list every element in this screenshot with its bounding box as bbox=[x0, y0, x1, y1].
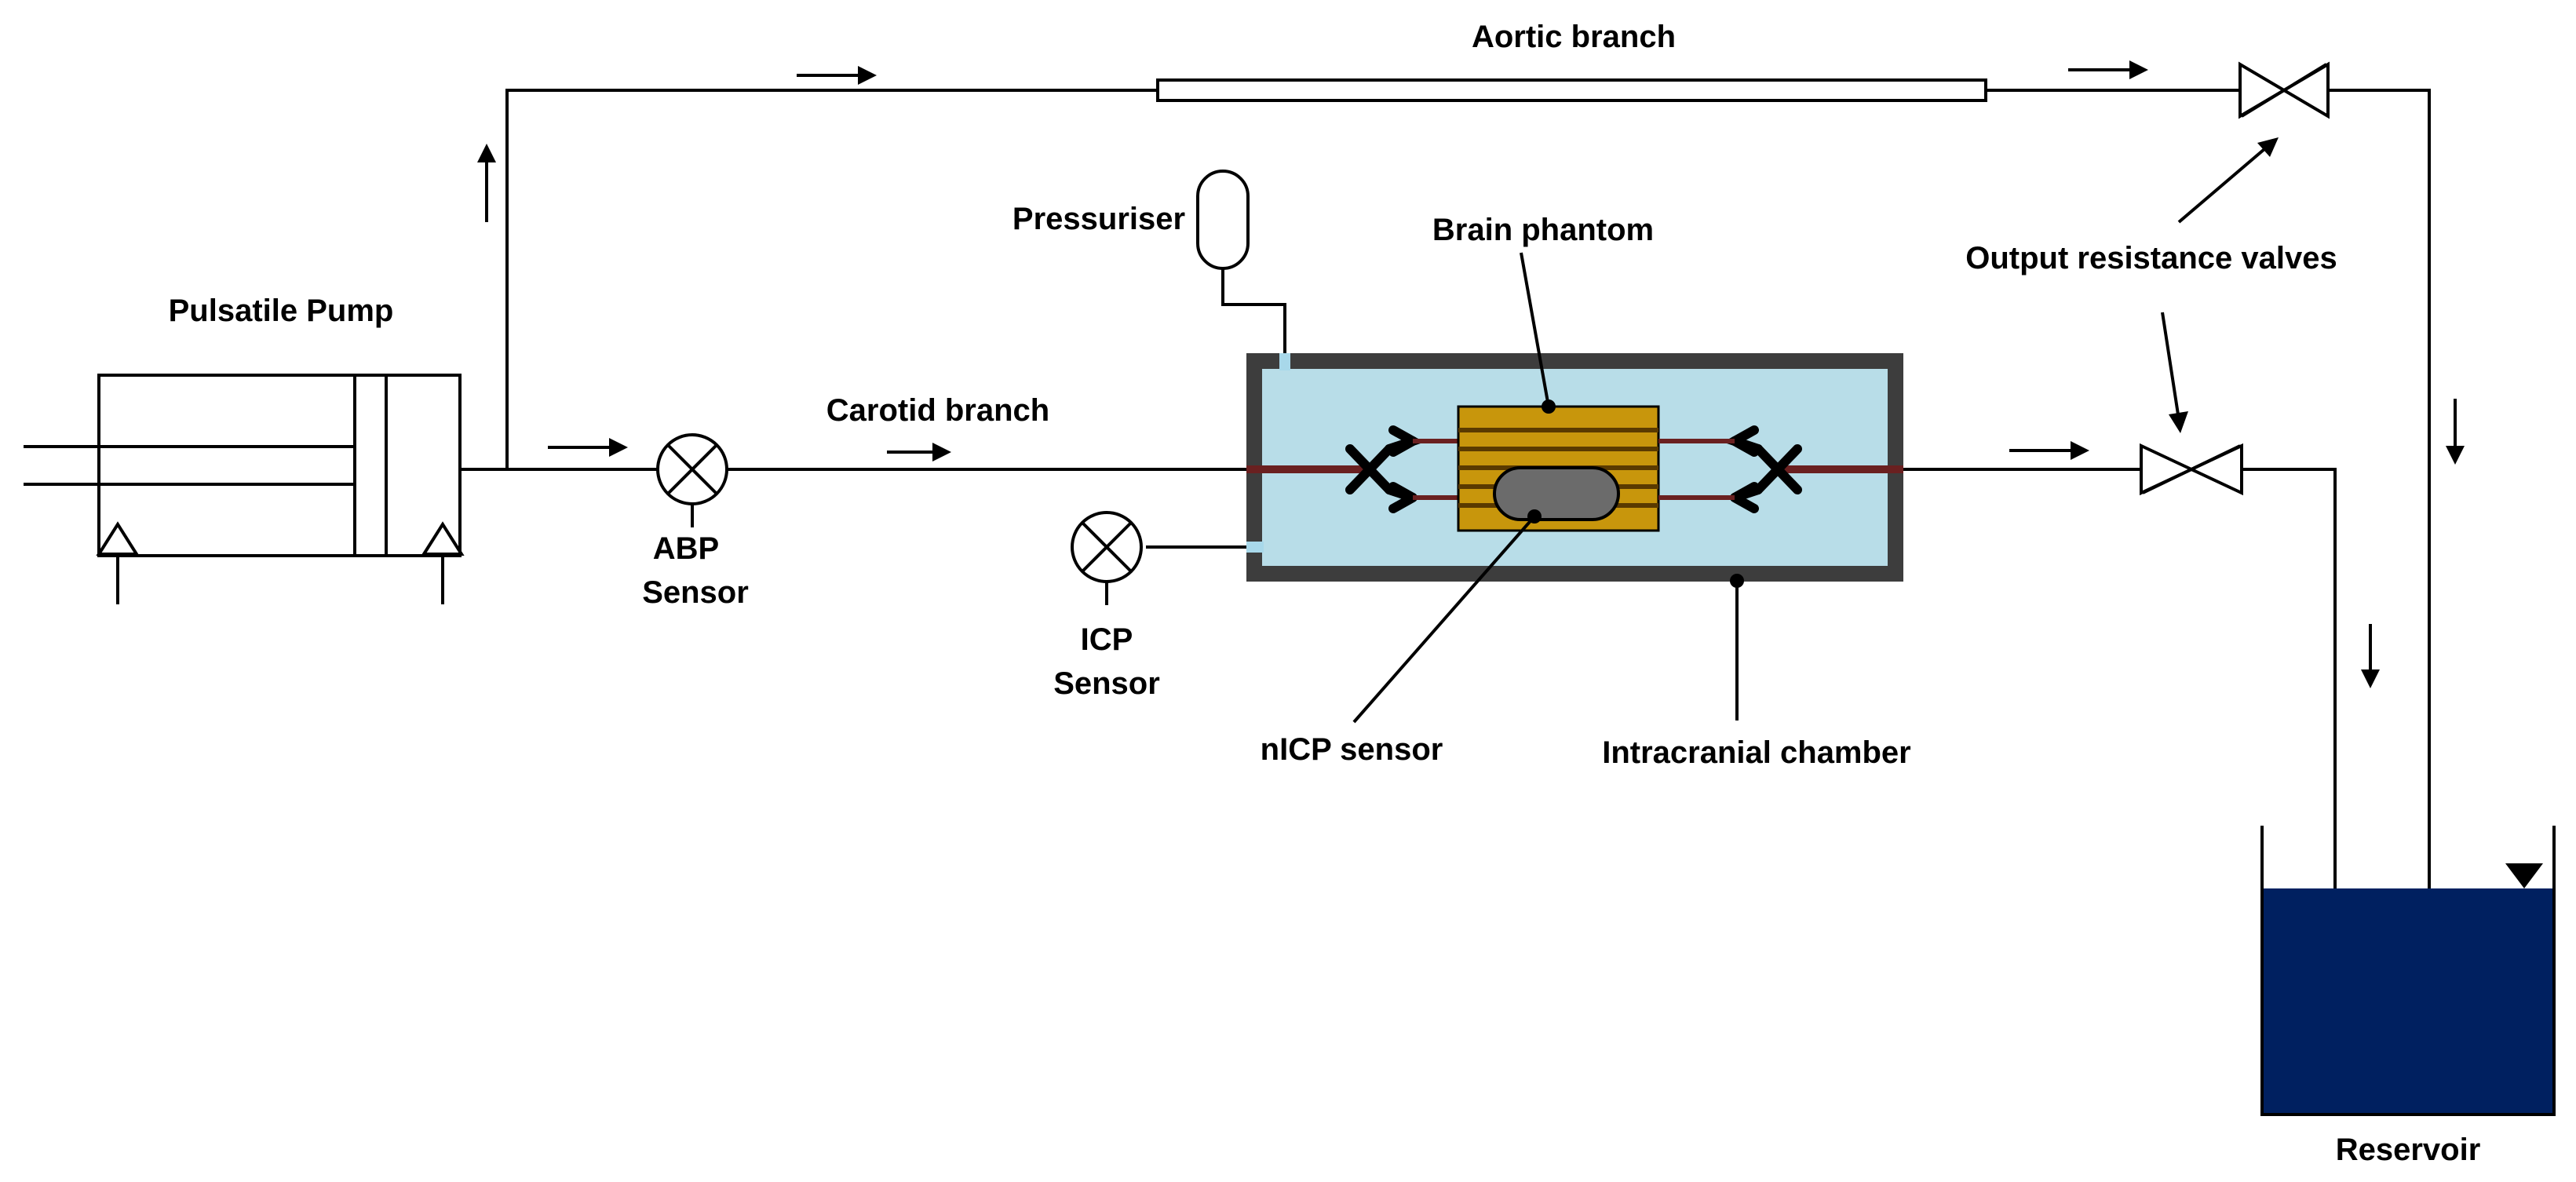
output-resistance-valve-aortic bbox=[2238, 61, 2330, 119]
aortic-tube bbox=[1156, 78, 1987, 102]
aortic-pipe bbox=[505, 89, 1158, 469]
aortic-return-pipe bbox=[2328, 89, 2431, 888]
carotid-branch-label: Carotid branch bbox=[826, 393, 1049, 428]
arrow-right-icon bbox=[887, 443, 951, 461]
flow-arrows bbox=[477, 60, 2465, 688]
phantom-leader bbox=[1520, 252, 1550, 407]
valve-icon bbox=[2281, 61, 2330, 119]
icp-sensor-label-line1: ICP bbox=[1081, 622, 1133, 657]
pressuriser-vessel bbox=[1196, 170, 1250, 270]
nicp-leader bbox=[1352, 515, 1536, 724]
aortic-branch-label: Aortic branch bbox=[1472, 20, 1676, 54]
piping bbox=[460, 89, 2431, 888]
fluid-level-icon bbox=[2505, 863, 2543, 888]
brain-phantom-label: Brain phantom bbox=[1432, 213, 1654, 247]
arrow-down-icon bbox=[2361, 624, 2380, 688]
abp-sensor: ABP Sensor bbox=[642, 433, 749, 610]
arrow-right-icon bbox=[548, 438, 628, 457]
pump-check-valve-left bbox=[96, 521, 140, 556]
reservoir-tank bbox=[2260, 826, 2556, 1116]
nicp-sensor-label: nICP sensor bbox=[1261, 732, 1443, 767]
outlet-bifurcation bbox=[1723, 425, 1802, 513]
pump-cylinder bbox=[97, 374, 462, 557]
pressuriser: Pressuriser bbox=[1013, 170, 1250, 270]
brain-phantom: Brain phantom nICP sensor bbox=[1261, 213, 1691, 767]
reservoir-label: Reservoir bbox=[2336, 1133, 2481, 1167]
pressuriser-connector bbox=[1279, 353, 1290, 370]
valve-icon bbox=[2238, 61, 2287, 119]
intracranial-chamber-label: Intracranial chamber bbox=[1602, 735, 1911, 770]
reservoir-fluid bbox=[2262, 888, 2554, 1115]
pulsatile-pump-label: Pulsatile Pump bbox=[169, 294, 394, 328]
abp-sensor-label-line2: Sensor bbox=[642, 575, 749, 610]
icp-sensor-label-line2: Sensor bbox=[1053, 666, 1160, 701]
output-resistance-valves-label: Output resistance valves bbox=[1965, 241, 2337, 275]
valve-icon bbox=[2140, 443, 2195, 496]
abp-sensor-label-line1: ABP bbox=[653, 531, 719, 566]
aortic-branch: Aortic branch bbox=[1156, 20, 1987, 102]
arrow-right-icon bbox=[2009, 441, 2089, 460]
nicp-sensor-probe bbox=[1493, 466, 1620, 521]
pressuriser-pipe bbox=[1221, 268, 1286, 353]
pressuriser-label: Pressuriser bbox=[1013, 202, 1185, 236]
icp-sensor: ICP Sensor bbox=[1053, 511, 1160, 701]
arrow-right-icon bbox=[2068, 60, 2148, 79]
output-resistance-valve-carotid bbox=[2140, 443, 2243, 496]
reservoir: Reservoir bbox=[2260, 826, 2556, 1167]
arrow-up-icon bbox=[477, 144, 496, 222]
arrow-pointer-icon bbox=[2161, 312, 2188, 433]
arrow-down-icon bbox=[2446, 399, 2465, 465]
arrow-right-icon bbox=[797, 66, 877, 85]
valve-icon bbox=[2187, 443, 2243, 496]
arrow-pointer-icon bbox=[2177, 137, 2279, 224]
pulsatile-pump: Pulsatile Pump bbox=[24, 294, 465, 604]
carotid-return-pipe bbox=[2242, 468, 2337, 888]
pump-check-valve-right bbox=[421, 521, 465, 556]
icp-connector bbox=[1246, 542, 1264, 553]
